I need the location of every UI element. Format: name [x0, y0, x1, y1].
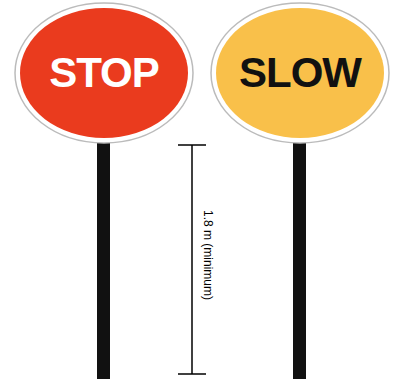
stop-pole — [97, 135, 110, 379]
sign-word: STOP — [49, 52, 159, 94]
dimension-label: 1.8 m (minimum) — [202, 208, 214, 302]
stop-sign: STOP — [14, 2, 194, 144]
slow-sign: SLOW — [210, 2, 390, 144]
slow-pole — [293, 135, 306, 379]
sign-word: SLOW — [239, 52, 361, 94]
